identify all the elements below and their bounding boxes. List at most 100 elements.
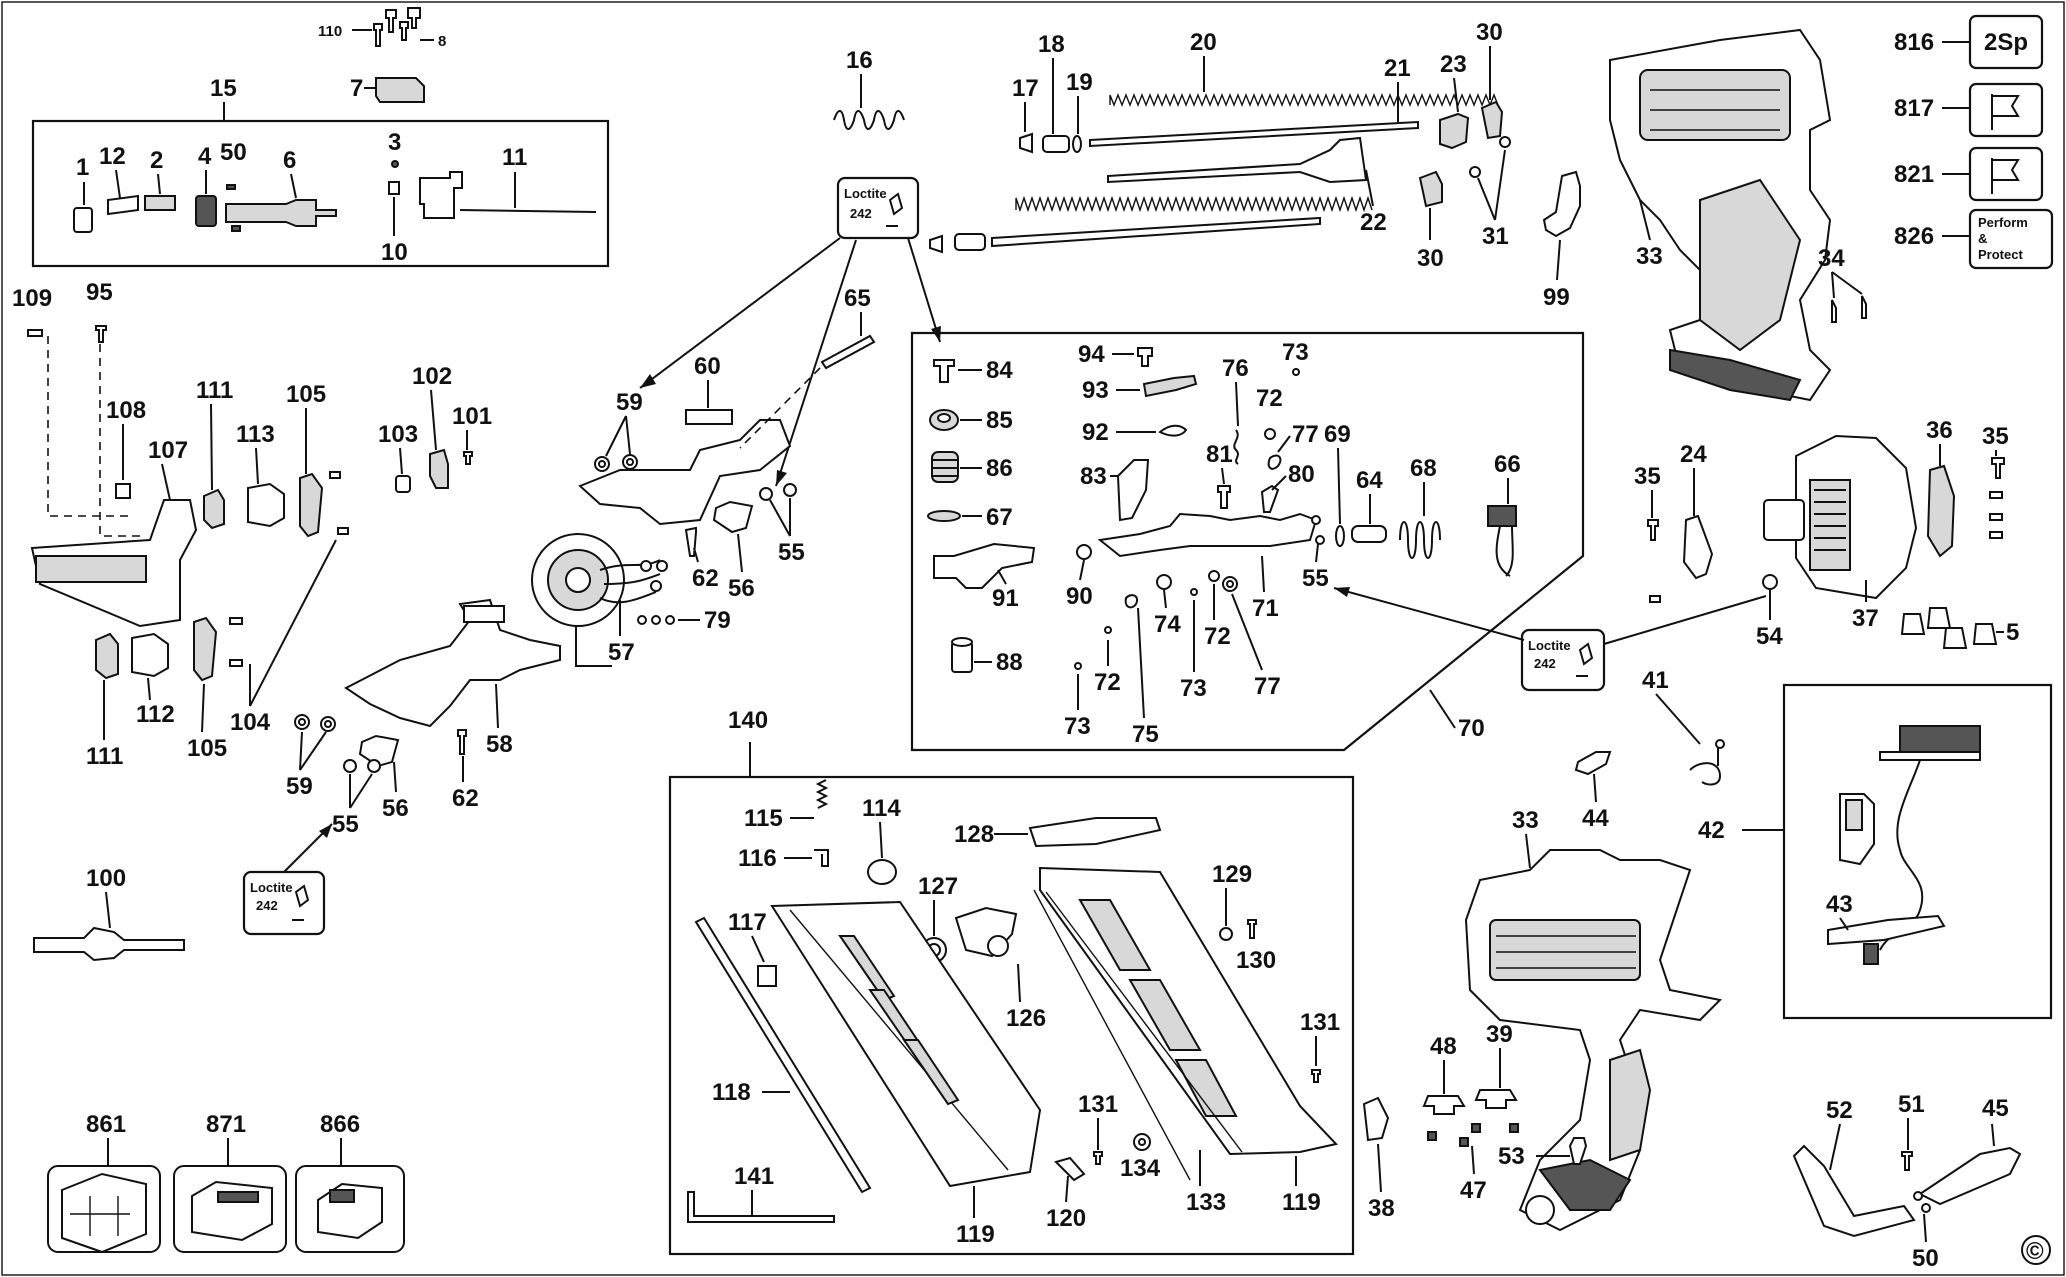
label-55-center: 55 [778,539,805,566]
legend-flag-box-2 [1968,146,2044,202]
group-switch: 41 44 42 43 [1574,667,2053,1020]
label-72-left: 72 [1094,669,1121,696]
label-68: 68 [1410,455,1437,482]
label-118: 118 [712,1079,751,1106]
label-105-top: 105 [286,381,326,408]
label-70: 70 [1458,715,1485,742]
label-1: 1 [76,154,89,181]
label-35-left: 35 [1634,463,1661,490]
label-11: 11 [502,144,527,171]
glue-bottle-icon [886,192,904,227]
label-80: 80 [1288,461,1315,488]
label-30-bottom: 30 [1417,245,1444,272]
label-72-top: 72 [1256,385,1283,412]
group-140: 140 115 116 114 128 127 126 117 118 [668,707,1355,1256]
legend: 816 2Sp 817 821 826 Perform & Protect [1894,14,2054,270]
label-73-mid: 73 [1180,675,1207,702]
label-102: 102 [412,363,452,390]
label-131-left: 131 [1078,1091,1118,1118]
label-105-bottom: 105 [187,735,227,762]
label-48: 48 [1430,1033,1457,1060]
label-93: 93 [1082,377,1109,404]
label-101: 101 [452,403,492,430]
label-107: 107 [148,437,188,464]
group-70: 70 84 85 86 67 91 88 94 93 92 83 [910,331,1585,752]
label-55-bottom: 55 [332,811,359,838]
label-866: 866 [320,1111,360,1138]
loctite-grade-top: 242 [850,206,872,221]
label-104: 104 [230,709,271,736]
label-5: 5 [2006,619,2019,646]
group-15-box [31,119,610,268]
label-58: 58 [486,731,513,758]
label-99: 99 [1543,284,1570,311]
label-67: 67 [986,504,1013,531]
legend-2sp-box [1968,14,2044,70]
label-88: 88 [996,649,1023,676]
label-65: 65 [844,285,871,312]
label-33-top: 33 [1636,243,1663,270]
label-54: 54 [1756,623,1783,650]
label-6: 6 [283,147,296,174]
label-74: 74 [1154,611,1181,638]
label-141: 141 [734,1163,774,1190]
group-15: 15 1 12 2 4 50 6 3 10 11 [31,75,610,268]
label-92: 92 [1082,419,1109,446]
label-62-top: 62 [692,565,719,592]
label-91: 91 [992,585,1019,612]
label-39: 39 [1486,1021,1513,1048]
label-119-left: 119 [956,1221,995,1248]
label-42: 42 [1698,817,1725,844]
label-20: 20 [1190,29,1217,56]
label-94: 94 [1078,341,1105,368]
legend-perform-line2: & [1978,231,1987,246]
label-15: 15 [210,75,237,102]
legend-perform-line1: Perform [1978,215,2028,230]
label-47: 47 [1460,1177,1487,1204]
label-109: 109 [12,285,52,312]
label-100: 100 [86,865,126,892]
label-22: 22 [1360,209,1387,236]
label-50-bottom: 50 [1912,1245,1939,1272]
group-70-box [910,331,1585,752]
legend-826-number: 826 [1894,223,1934,250]
label-129: 129 [1212,861,1252,888]
label-52: 52 [1826,1097,1853,1124]
legend-2sp-text: 2Sp [1984,29,2028,56]
label-81: 81 [1206,441,1233,468]
label-23: 23 [1440,51,1467,78]
label-51: 51 [1898,1091,1925,1118]
loctite-brand-top: Loctite [844,186,887,201]
label-861: 861 [86,1111,126,1138]
label-119-right: 119 [1282,1189,1321,1216]
label-4: 4 [198,143,212,170]
loctite-callout-right [1520,628,1606,692]
label-59-bottom: 59 [286,773,313,800]
label-95: 95 [86,279,113,306]
label-103: 103 [378,421,418,448]
label-53: 53 [1498,1143,1525,1170]
group-accessories: 861 871 866 [47,1111,405,1254]
label-35-right: 35 [1982,423,2009,450]
label-90: 90 [1066,583,1093,610]
legend-perform-line3: Protect [1978,247,2023,262]
flag-icon [1991,94,2020,130]
label-45: 45 [1982,1095,2009,1122]
label-79: 79 [704,607,731,634]
label-19: 19 [1066,69,1093,96]
label-128: 128 [954,821,994,848]
label-108: 108 [106,397,146,424]
label-37: 37 [1852,605,1879,632]
label-117: 117 [728,909,767,936]
label-64: 64 [1356,467,1383,494]
group-right-middle: Loctite 242 35 24 37 36 35 54 [1333,417,2019,692]
label-3: 3 [388,129,401,156]
glue-bottle-icon [292,884,310,921]
label-8: 8 [438,33,446,50]
group-latch-parts: 23 30 30 31 99 [1417,19,1581,311]
label-114: 114 [862,795,901,822]
charger-icon [191,1180,273,1242]
label-111-top: 111 [196,377,233,404]
